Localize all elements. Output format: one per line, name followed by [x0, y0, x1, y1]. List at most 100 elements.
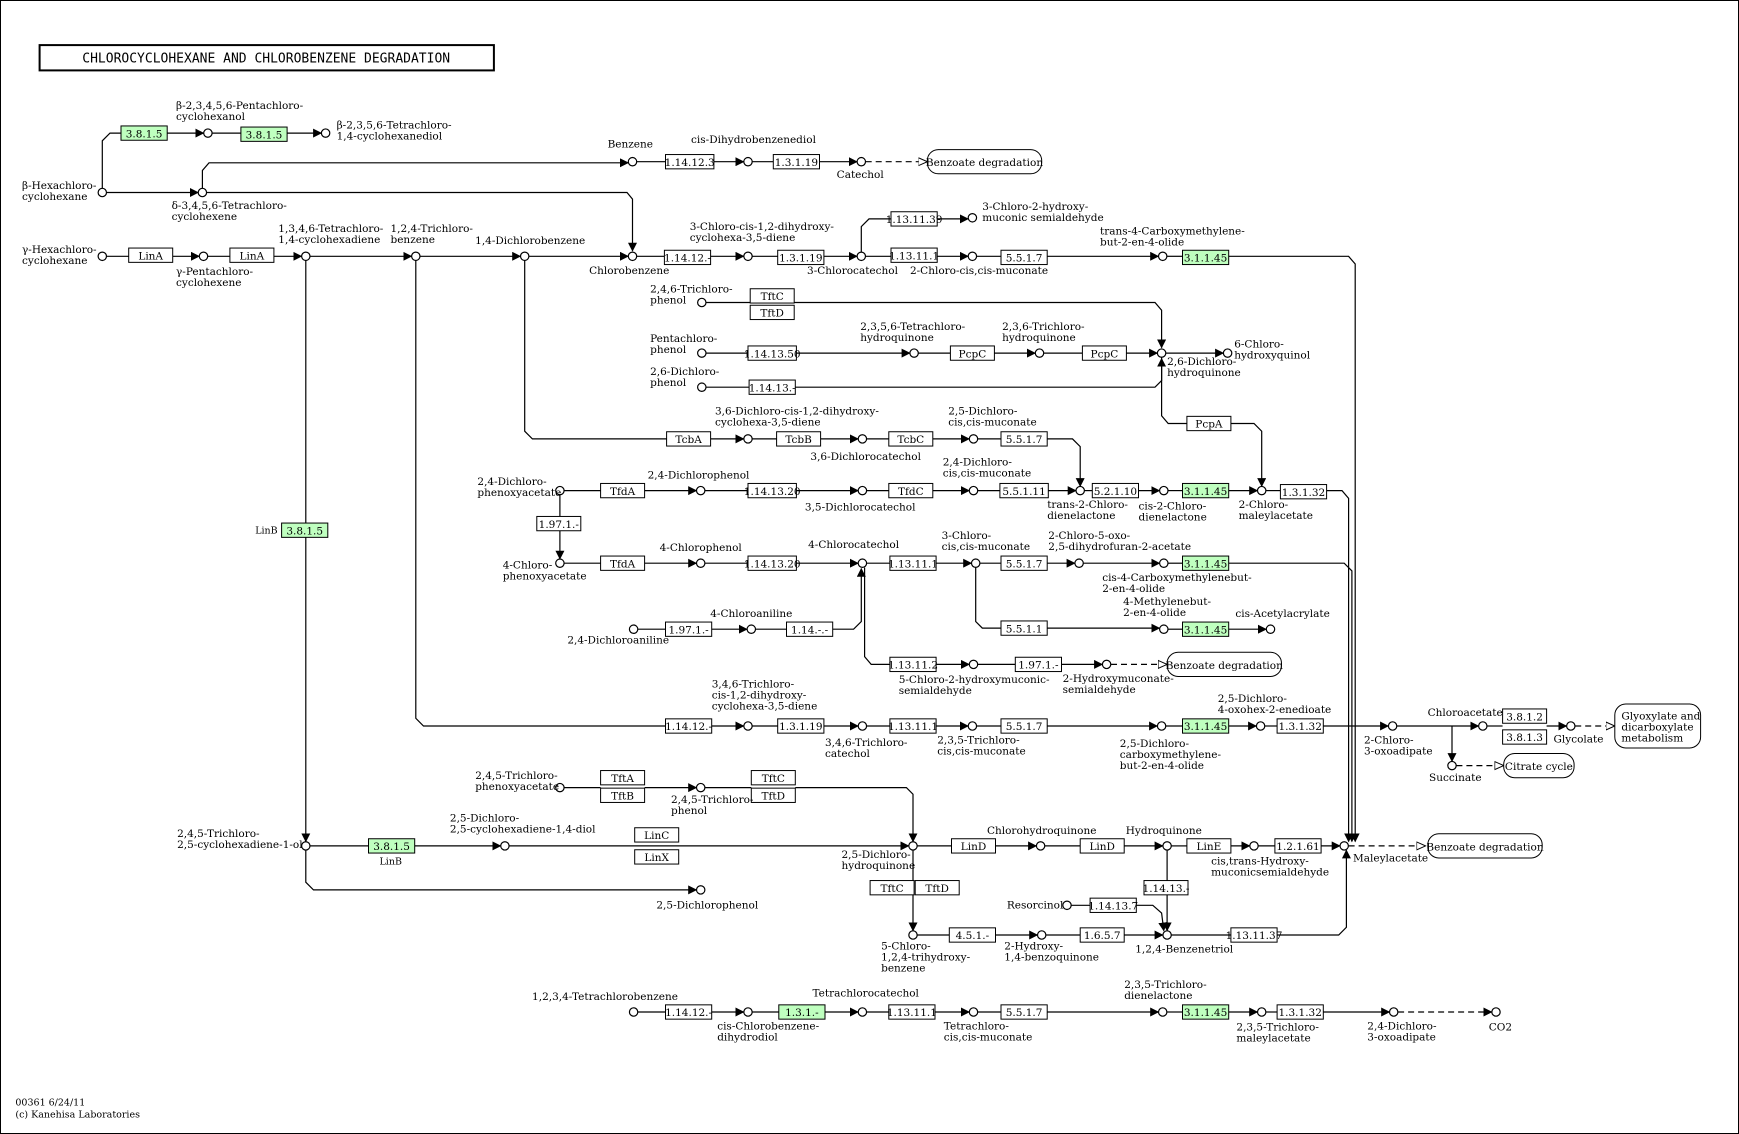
compound-node-c_3chlorocatechol[interactable]: [856, 251, 867, 262]
enzyme-e1141320a[interactable]: 1.14.13.20: [744, 482, 801, 499]
compound-node-c_245tcp[interactable]: [695, 782, 706, 793]
enzyme-linA2[interactable]: LinA: [229, 247, 275, 263]
compound-node-c_4cp[interactable]: [695, 558, 706, 568]
compound-node-c_24dcmuconate[interactable]: [968, 485, 979, 496]
compound-node-c_25dccmb[interactable]: [1156, 721, 1167, 731]
compound-node-c_tcc[interactable]: [857, 1007, 868, 1017]
enzyme-e1311137[interactable]: 1.13.11.37: [1226, 927, 1283, 943]
enzyme-e381c[interactable]: 3.8.1.5: [368, 838, 416, 854]
compound-node-c_2h14bq[interactable]: [1036, 930, 1047, 940]
compound-node-c_chq[interactable]: [1035, 841, 1046, 851]
compound-node-c_24dc3oxo[interactable]: [1388, 1007, 1399, 1017]
compound-node-c_24d[interactable]: [555, 485, 565, 496]
enzyme-e13132a[interactable]: 1.3.1.32: [1279, 484, 1328, 500]
enzyme-e13119c[interactable]: 1.3.1.19: [777, 718, 825, 734]
enzyme-e1311d[interactable]: 1.13.11.1: [887, 1004, 937, 1020]
enzyme-e114b[interactable]: 1.14.-.-: [786, 621, 834, 637]
enzyme-linC[interactable]: LinC: [634, 827, 680, 843]
enzyme-e5511[interactable]: 5.5.1.1: [1000, 620, 1048, 636]
enzyme-e52110[interactable]: 5.2.1.10: [1091, 482, 1140, 499]
enzyme-e131[interactable]: 1.3.1.-: [778, 1004, 826, 1020]
enzyme-linA1[interactable]: LinA: [128, 247, 174, 263]
enzyme-e3145c[interactable]: 3.1.1.45: [1182, 555, 1230, 571]
compound-node-c_2cl5oxo[interactable]: [1074, 558, 1084, 568]
compound-node-c_346tcc[interactable]: [857, 721, 868, 731]
compound-node-c_14dcb[interactable]: [519, 251, 530, 262]
compound-node-c_235tcma[interactable]: [1256, 1007, 1267, 1017]
enzyme-e3145d[interactable]: 3.1.1.45: [1182, 621, 1230, 637]
enzyme-linD1[interactable]: LinD: [951, 838, 996, 854]
enzyme-e11413a[interactable]: 1.14.13.-: [748, 379, 796, 395]
enzyme-e13132c[interactable]: 1.3.1.32: [1276, 1004, 1324, 1020]
compound-node-c_3cldihydroxycyclohexadiene[interactable]: [743, 251, 753, 262]
enzyme-e114137[interactable]: 1.14.13.7: [1088, 897, 1138, 913]
enzyme-e1311c[interactable]: 1.13.11.1: [888, 718, 938, 734]
enzyme-e12161[interactable]: 1.2.1.61: [1274, 838, 1322, 854]
map-link-m_benzoate3[interactable]: Benzoate degradation: [1426, 833, 1544, 859]
compound-node-c_maleylacetate[interactable]: [1339, 841, 1349, 851]
enzyme-e3813[interactable]: 3.8.1.3: [1502, 729, 1548, 745]
enzyme-e114123[interactable]: 1.14.12.3: [665, 154, 715, 170]
compound-node-c_3clmuconate[interactable]: [970, 558, 981, 568]
compound-node-c_2cl3oxoadipate[interactable]: [1387, 721, 1398, 731]
enzyme-tftC2[interactable]: TftC: [750, 770, 796, 786]
enzyme-pcpA[interactable]: PcpA: [1186, 415, 1232, 432]
compound-node-c_trans2cdl[interactable]: [1075, 485, 1085, 496]
compound-node-c_124bt[interactable]: [1162, 930, 1172, 940]
compound-node-c_tcmuconate[interactable]: [968, 1007, 979, 1017]
enzyme-e3145f[interactable]: 3.1.1.45: [1182, 1004, 1230, 1020]
compound-node-c_succinate[interactable]: [1447, 760, 1457, 771]
compound-node-c_2clmaleylacetate[interactable]: [1256, 485, 1267, 496]
compound-node-c_catechol[interactable]: [856, 156, 867, 167]
compound-node-c_5cl2hms[interactable]: [968, 659, 979, 670]
map-link-m_benzoate2[interactable]: Benzoate degradation: [1166, 651, 1283, 677]
compound-node-c_25dchq[interactable]: [908, 841, 918, 851]
enzyme-tftC3[interactable]: TftC: [869, 880, 915, 896]
enzyme-e13132b[interactable]: 1.3.1.32: [1276, 718, 1324, 734]
enzyme-e381a[interactable]: 3.8.1.5: [120, 125, 168, 141]
enzyme-e1141320b[interactable]: 1.14.13.20: [744, 555, 801, 571]
enzyme-tfdA1[interactable]: TfdA: [600, 482, 646, 499]
compound-node-c_ypcch[interactable]: [198, 251, 209, 262]
compound-node-c_benzene[interactable]: [627, 156, 638, 167]
enzyme-linE[interactable]: LinE: [1186, 838, 1232, 854]
compound-node-c_36dcc[interactable]: [857, 434, 868, 444]
compound-node-c_123tcb[interactable]: [628, 1007, 639, 1017]
enzyme-e1311212[interactable]: 1.13.11.2: [888, 656, 938, 673]
compound-node-c_2hms[interactable]: [1101, 659, 1112, 670]
enzyme-e5517d[interactable]: 5.5.1.7: [1000, 718, 1048, 734]
enzyme-e13119b[interactable]: 1.3.1.19: [777, 249, 825, 266]
compound-node-c_36dcdihydroxy[interactable]: [743, 434, 753, 444]
enzyme-e1311b[interactable]: 1.13.11.1: [888, 555, 938, 571]
compound-node-c_4methylenebutenolide[interactable]: [1159, 624, 1169, 634]
enzyme-e11413b[interactable]: 1.14.13.-: [1143, 880, 1190, 896]
compound-node-c_24dcp[interactable]: [695, 485, 706, 496]
compound-node-c_resorcinol[interactable]: [1062, 900, 1072, 911]
enzyme-e55111[interactable]: 5.5.1.11: [999, 482, 1049, 499]
compound-node-c_235tcdl[interactable]: [1157, 1007, 1168, 1017]
enzyme-tfdA2[interactable]: TfdA: [600, 555, 646, 571]
enzyme-e5517b[interactable]: 5.5.1.7: [1000, 431, 1048, 447]
compound-node-c_35dcc[interactable]: [857, 485, 868, 496]
compound-node-c_chlorobenzene[interactable]: [627, 251, 638, 262]
enzyme-linD2[interactable]: LinD: [1079, 838, 1125, 854]
compound-node-c_25dc4oxo[interactable]: [1255, 721, 1266, 731]
compound-node-c_25dcmuconate[interactable]: [968, 434, 979, 444]
enzyme-tcbC[interactable]: TcbC: [888, 431, 934, 447]
compound-node-c_124tcb[interactable]: [411, 251, 421, 262]
compound-node-c_3cl2hydroxymuconic[interactable]: [967, 213, 978, 223]
enzyme-pcpC2[interactable]: PcpC: [1081, 345, 1127, 361]
compound-node-c_cisdihydrobenzenediol[interactable]: [743, 156, 753, 167]
compound-node-c_4ca[interactable]: [746, 624, 757, 634]
compound-node-c_pentachlorocyclohexanol[interactable]: [203, 128, 213, 138]
map-link-m_benzoate1[interactable]: Benzoate degradation: [926, 149, 1043, 175]
enzyme-e13119a[interactable]: 1.3.1.19: [772, 154, 820, 170]
compound-node-c_cisacetylacrylate[interactable]: [1265, 624, 1276, 634]
map-link-m_citrate[interactable]: Citrate cycle: [1503, 753, 1575, 779]
compound-node-c_246tcp[interactable]: [697, 297, 707, 308]
enzyme-e1311a[interactable]: 1.13.11.1: [889, 247, 939, 263]
compound-node-c_245tccd[interactable]: [301, 841, 311, 851]
enzyme-e1971c[interactable]: 1.97.1.-: [1014, 656, 1062, 673]
compound-node-c_5cl124[interactable]: [908, 930, 918, 940]
compound-node-c_pcp[interactable]: [697, 348, 707, 358]
